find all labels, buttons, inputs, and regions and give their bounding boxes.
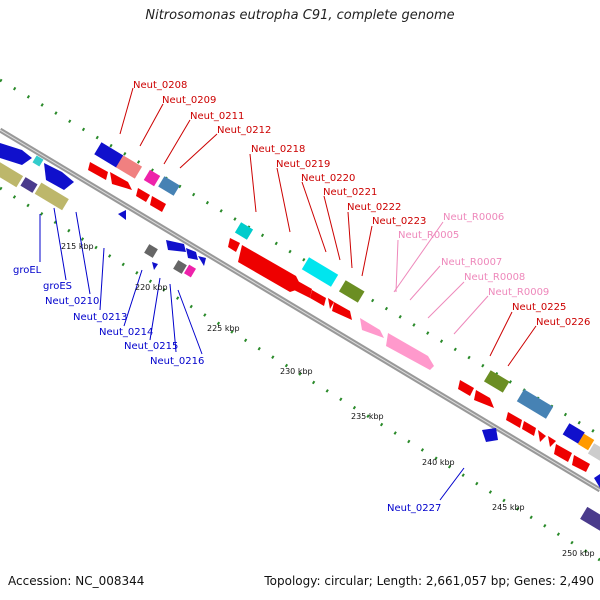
gene-feature bbox=[506, 412, 522, 428]
gene-feature bbox=[294, 280, 312, 298]
gene-feature bbox=[238, 245, 302, 292]
top-labels: Neut_0208 Neut_0209 Neut_0211 Neut_0212 … bbox=[133, 80, 590, 328]
gene-label[interactable]: Neut_0210 bbox=[45, 296, 99, 307]
gene-feature bbox=[136, 188, 150, 202]
gene-label[interactable]: Neut_0223 bbox=[372, 216, 426, 227]
gene-label[interactable]: Neut_0218 bbox=[251, 144, 305, 155]
gene-label[interactable]: Neut_0215 bbox=[124, 341, 178, 352]
genome-summary-text: Topology: circular; Length: 2,661,057 bp… bbox=[264, 574, 594, 588]
gene-feature bbox=[34, 182, 69, 211]
gene-feature bbox=[94, 142, 124, 168]
gene-feature bbox=[548, 436, 556, 447]
gene-feature bbox=[198, 256, 206, 266]
gene-feature bbox=[44, 163, 74, 190]
gene-feature bbox=[328, 298, 334, 309]
gene-feature bbox=[338, 280, 365, 303]
tick-label: 220 kbp bbox=[135, 283, 168, 292]
tick-label: 240 kbp bbox=[422, 458, 455, 467]
diagram-title: Nitrosomonas eutropha C91, complete geno… bbox=[145, 8, 455, 23]
gene-feature bbox=[587, 443, 600, 461]
gene-features-forward bbox=[0, 142, 600, 472]
bottom-label-connectors bbox=[39, 207, 465, 501]
gene-feature bbox=[32, 155, 44, 167]
gene-feature bbox=[577, 433, 595, 451]
gene-feature bbox=[516, 389, 554, 419]
top-label-connectors bbox=[119, 87, 537, 367]
gene-feature bbox=[386, 333, 434, 370]
gene-feature bbox=[110, 172, 132, 190]
gene-features-reverse bbox=[0, 161, 600, 532]
gene-label[interactable]: Neut_0221 bbox=[323, 187, 377, 198]
gene-feature bbox=[458, 380, 474, 396]
gene-feature bbox=[483, 370, 510, 393]
gene-feature bbox=[234, 222, 254, 240]
gene-label[interactable]: Neut_0216 bbox=[150, 356, 204, 367]
gene-feature bbox=[332, 302, 352, 320]
rna-labels: Neut_R0006 Neut_R0005 Neut_R0007 Neut_R0… bbox=[398, 212, 549, 298]
gene-label[interactable]: Neut_R0009 bbox=[488, 287, 549, 298]
inner-dotted-track bbox=[0, 186, 600, 562]
gene-label[interactable]: Neut_0209 bbox=[162, 95, 216, 106]
tick-label: 245 kbp bbox=[492, 503, 525, 512]
tick-label: 250 kbp bbox=[562, 549, 595, 558]
gene-feature bbox=[186, 248, 198, 260]
gene-feature bbox=[166, 240, 186, 252]
gene-feature bbox=[310, 290, 326, 306]
gene-label[interactable]: Neut_R0008 bbox=[464, 272, 525, 283]
gene-label[interactable]: Neut_R0007 bbox=[441, 257, 502, 268]
gene-feature bbox=[150, 196, 166, 212]
gene-feature bbox=[580, 506, 600, 532]
gene-label[interactable]: Neut_R0005 bbox=[398, 230, 459, 241]
gene-feature bbox=[562, 423, 585, 444]
tick-label: 225 kbp bbox=[207, 324, 240, 333]
gene-label[interactable]: Neut_0208 bbox=[133, 80, 187, 91]
gene-label[interactable]: groEL bbox=[13, 265, 42, 276]
gene-label[interactable]: Neut_0220 bbox=[301, 173, 355, 184]
gene-feature bbox=[0, 161, 24, 188]
gene-feature bbox=[143, 169, 161, 187]
gene-feature bbox=[474, 390, 494, 408]
accession-text: Accession: NC_008344 bbox=[8, 574, 145, 588]
gene-label[interactable]: Neut_0211 bbox=[190, 111, 244, 122]
gene-feature bbox=[301, 257, 339, 287]
gene-feature bbox=[152, 262, 158, 270]
gene-label[interactable]: Neut_0227 bbox=[387, 503, 441, 514]
gene-feature bbox=[158, 176, 180, 196]
gene-label[interactable]: Neut_0219 bbox=[276, 159, 330, 170]
gene-label[interactable]: Neut_0213 bbox=[73, 312, 127, 323]
gene-feature bbox=[183, 264, 197, 278]
gene-feature bbox=[118, 210, 126, 220]
gene-feature bbox=[173, 260, 187, 274]
gene-feature bbox=[0, 143, 32, 165]
bottom-labels: groEL groES Neut_0210 Neut_0213 Neut_021… bbox=[13, 265, 441, 514]
gene-label[interactable]: Neut_0222 bbox=[347, 202, 401, 213]
genome-backbone-highlight bbox=[0, 129, 600, 491]
gene-label[interactable]: Neut_0226 bbox=[536, 317, 590, 328]
gene-label[interactable]: Neut_0212 bbox=[217, 125, 271, 136]
gene-feature bbox=[554, 444, 572, 462]
rna-label-connectors bbox=[393, 221, 489, 335]
gene-label[interactable]: Neut_0225 bbox=[512, 302, 566, 313]
gene-feature bbox=[115, 155, 143, 179]
outer-dotted-track bbox=[0, 78, 600, 437]
tick-labels: 215 kbp 220 kbp 225 kbp 230 kbp 235 kbp … bbox=[61, 242, 595, 558]
tick-label: 215 kbp bbox=[61, 242, 94, 251]
gene-feature bbox=[360, 318, 384, 338]
gene-feature bbox=[572, 455, 590, 472]
gene-feature bbox=[228, 238, 240, 252]
gene-feature bbox=[20, 177, 38, 193]
gene-feature bbox=[522, 421, 536, 436]
gene-label[interactable]: groES bbox=[43, 281, 72, 292]
gene-feature bbox=[144, 244, 158, 258]
gene-feature bbox=[482, 428, 498, 442]
gene-label[interactable]: Neut_R0006 bbox=[443, 212, 504, 223]
tick-label: 230 kbp bbox=[280, 367, 313, 376]
gene-feature bbox=[538, 430, 546, 442]
gene-feature bbox=[594, 474, 600, 488]
tick-label: 235 kbp bbox=[351, 412, 384, 421]
gene-feature bbox=[88, 162, 108, 180]
gene-label[interactable]: Neut_0214 bbox=[99, 327, 153, 338]
